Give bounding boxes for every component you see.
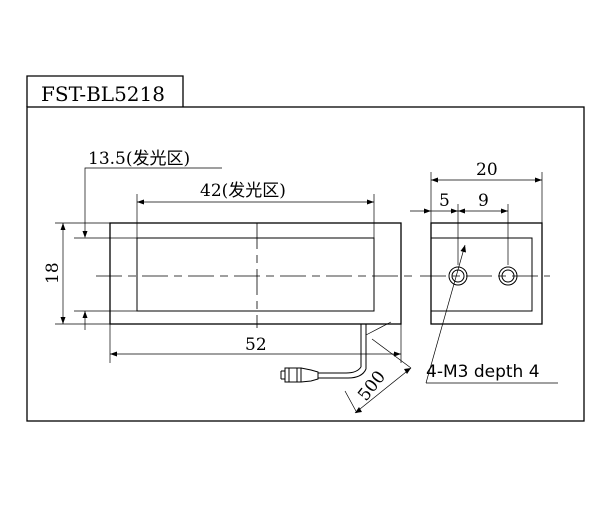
mounting-hole-2-thread [501,269,515,283]
length-label: 52 [245,335,267,355]
thread-note-label: 4-M3 depth 4 [426,362,540,382]
height-label: 18 [43,262,63,284]
dim-emitting-width: 13.5(发光区) [74,149,222,330]
dim-hole-pitch: 9 [458,191,508,214]
cable-connector [284,367,302,383]
housing-outline [109,222,402,325]
emitting-area-outline [136,237,375,312]
emitting-length-label: 42(发光区) [200,181,286,201]
dim-emitting-length: 42(发光区) [136,181,375,238]
cable-assembly [280,324,367,383]
dim-width: 20 [430,160,543,223]
thread-note: 4-M3 depth 4 [425,244,558,384]
cable-length-label: 500 [354,367,390,405]
mounting-hole-2 [498,266,518,286]
emitting-width-label: 13.5(发光区) [88,149,190,169]
dim-hole-offset: 5 [410,191,458,214]
mounting-hole-1 [448,266,468,286]
hole-pitch-label: 9 [478,191,489,211]
dim-length: 52 [109,324,402,363]
side-inner-outline [430,237,533,312]
drawing-frame [26,106,585,422]
side-view [420,204,550,325]
model-title: FST-BL5218 [41,82,165,106]
dim-height: 18 [43,222,110,325]
hole-offset-label: 5 [439,191,450,211]
front-view [96,222,412,328]
title-tab [26,75,184,107]
width-label: 20 [476,160,498,180]
